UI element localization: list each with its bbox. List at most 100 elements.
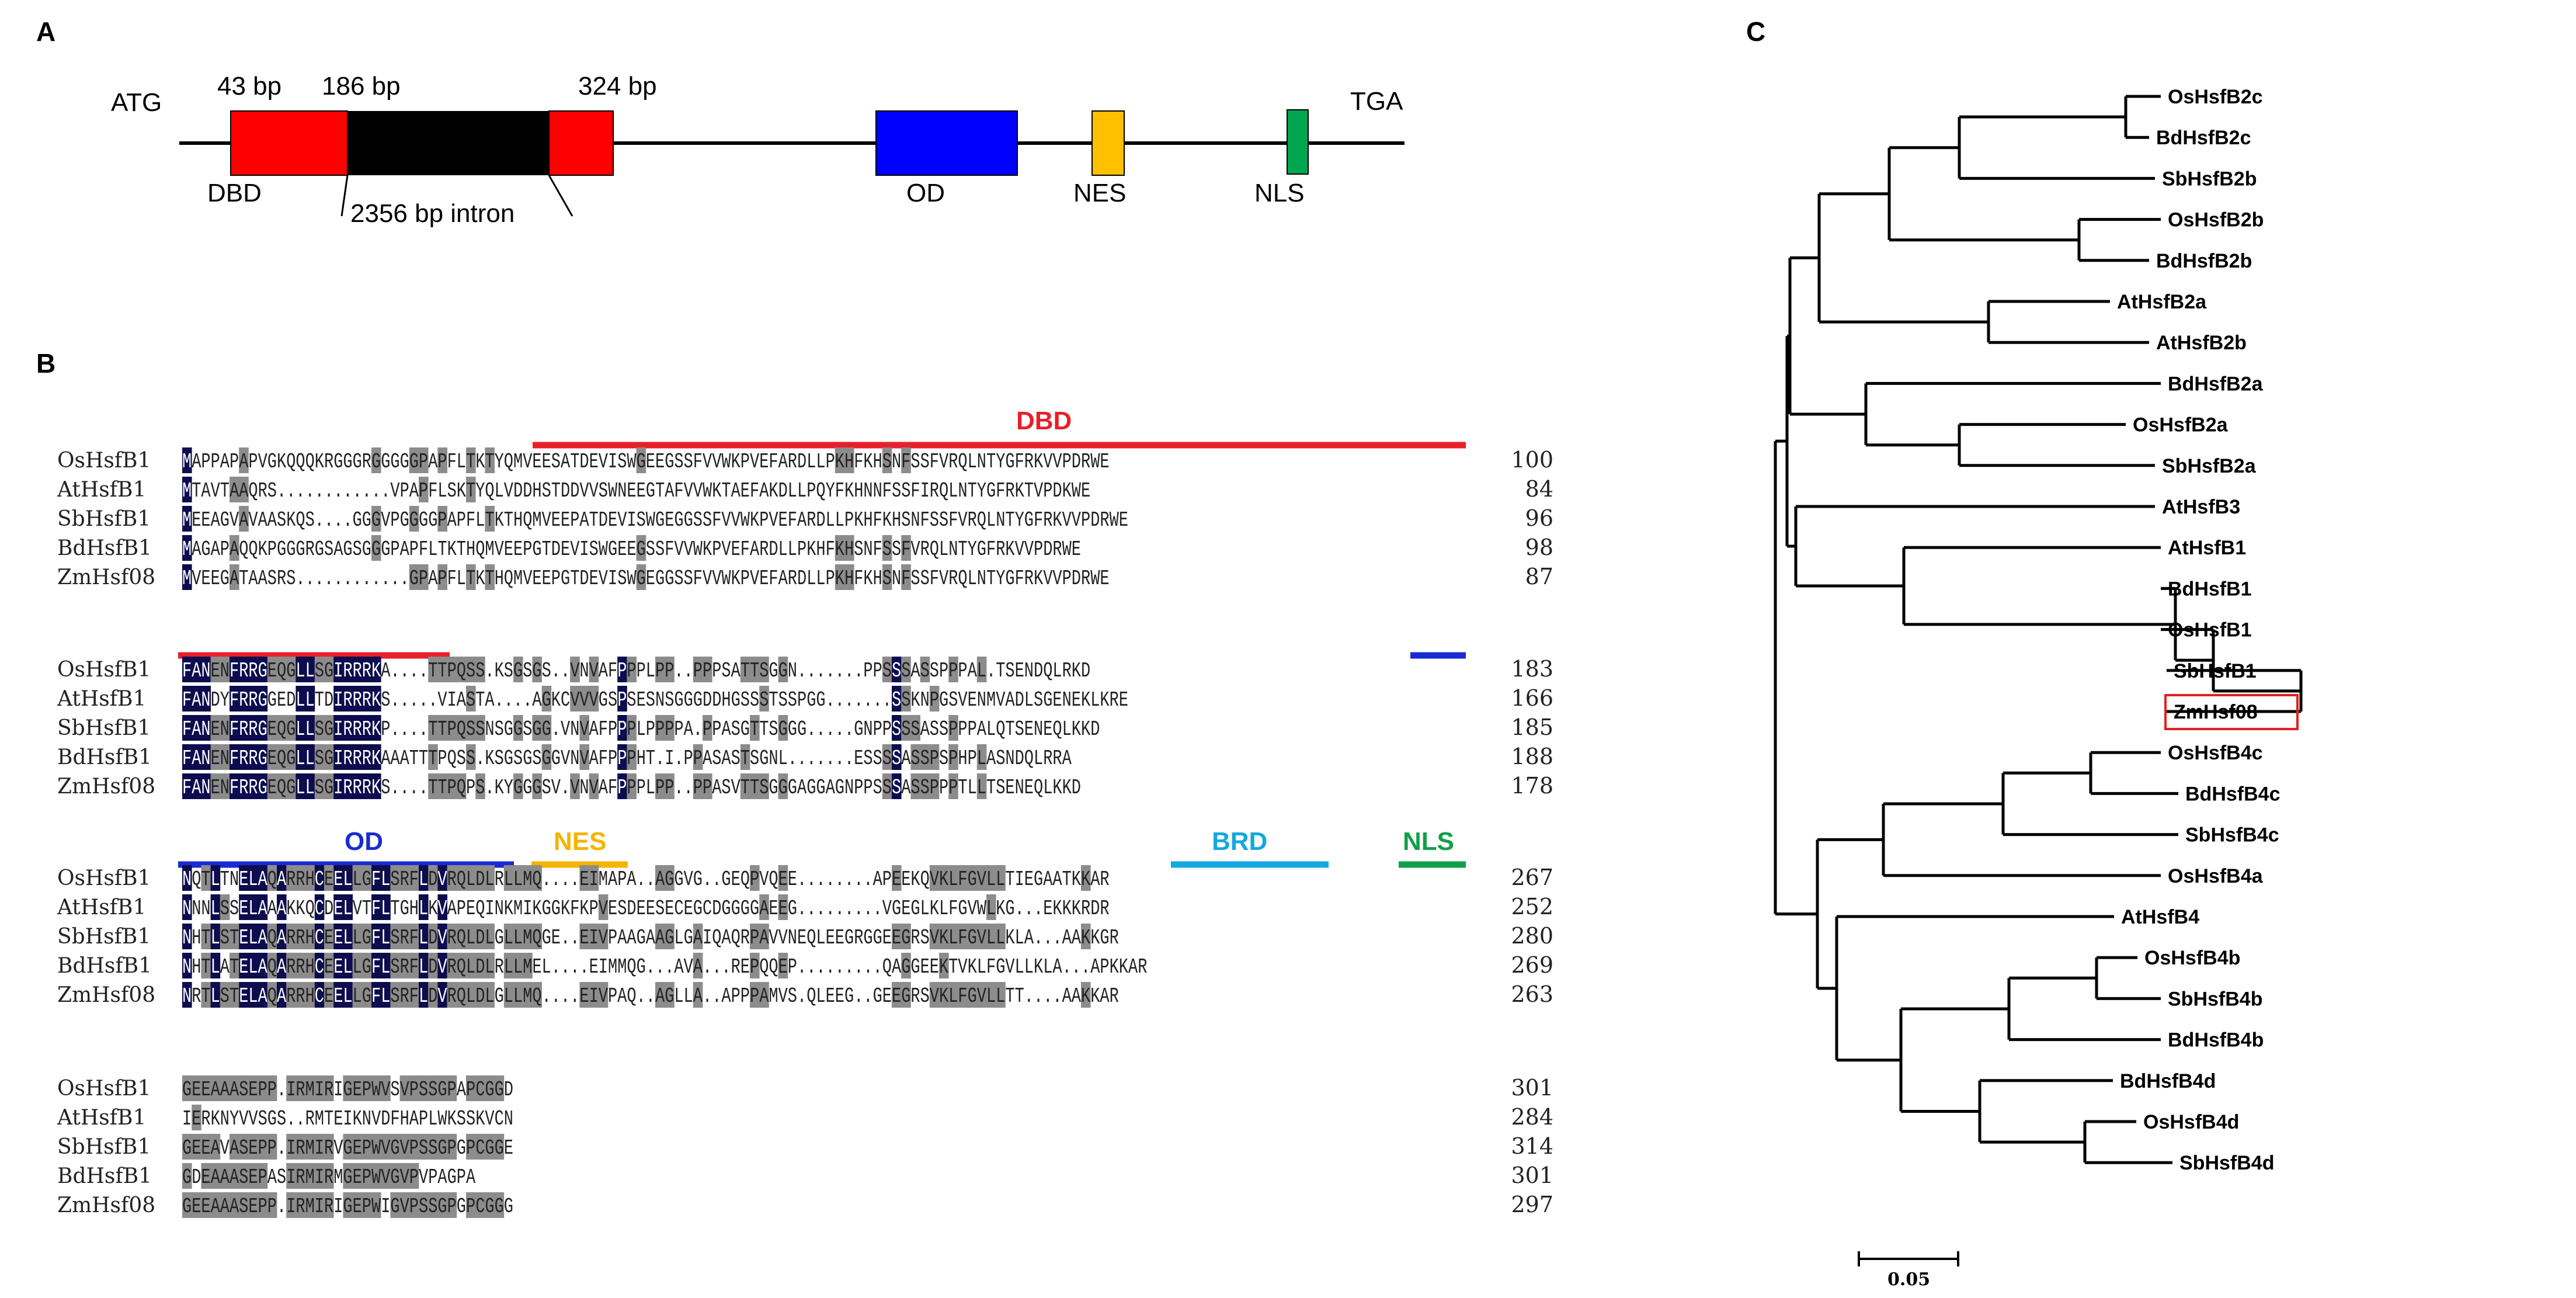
similarity-shading [324,953,334,978]
similarity-shading [636,447,646,473]
similarity-shading [239,506,249,532]
similarity-shading [485,1134,495,1160]
sequence-position: 301 [1511,1162,1553,1188]
sequence-name: AtHsfB1 [57,478,146,502]
similarity-shading [929,773,940,799]
sequence-residues: MAGAPAQQKPGGGRGSAGSGGGPAPFLTKTHQMVEEPGTD… [182,537,1081,561]
similarity-shading [466,477,476,502]
identity-shading [248,865,258,891]
od-region-label: OD [345,827,383,856]
similarity-shading [230,1163,239,1189]
similarity-shading [220,657,230,682]
similarity-shading [305,1163,315,1189]
similarity-shading [390,1163,400,1189]
sequence-residues: GEEAVASEPP.IRMIRVGEPWVGVPSSGPGPCGGE [182,1136,513,1160]
similarity-shading [447,773,457,799]
similarity-shading [466,953,476,978]
similarity-shading [589,924,599,949]
similarity-shading [343,1075,353,1101]
identity-shading [437,894,447,920]
similarity-shading [589,865,599,891]
identity-shading [230,715,239,741]
sequence-residues: MEEAGVAVAASKQS....GGGVPGGGGPAPFLTKTHQMVE… [182,508,1128,532]
similarity-shading [428,953,438,978]
similarity-shading [296,982,305,1008]
similarity-shading [447,657,457,682]
similarity-shading [267,1134,277,1160]
identity-shading [343,744,353,770]
similarity-shading [324,1134,334,1160]
similarity-shading [210,1134,221,1160]
similarity-shading [665,773,675,799]
similarity-shading [986,924,996,949]
identity-shading [305,686,315,712]
similarity-shading [286,865,296,891]
similarity-shading [419,564,429,590]
tree-leaf-label: BdHsfB4c [2185,783,2280,805]
similarity-shading [390,982,400,1008]
similarity-shading [361,1075,372,1101]
similarity-shading [210,744,221,770]
similarity-shading [182,1163,192,1189]
similarity-shading [201,1075,211,1101]
similarity-shading [532,924,542,949]
similarity-shading [419,447,429,473]
sequence-row: NNNLSSELAAAKKQCDELVTFLTGHLKVAPEQINKMIKGG… [182,894,1110,921]
similarity-shading [296,1134,305,1160]
similarity-shading [589,982,599,1008]
similarity-shading [230,982,239,1008]
similarity-shading [456,924,467,949]
similarity-shading [466,686,476,712]
similarity-shading [703,715,712,741]
intron-block [347,111,549,175]
identity-shading [296,744,305,770]
similarity-shading [314,1163,325,1189]
similarity-shading [750,865,760,891]
identity-shading [381,865,391,891]
similarity-shading [182,1075,192,1101]
similarity-shading [324,865,334,891]
similarity-shading [579,982,589,1008]
similarity-shading [750,924,760,949]
identity-shading [182,657,192,682]
identity-shading [239,865,249,891]
identity-shading [182,744,192,770]
identity-shading [239,686,249,712]
similarity-shading [901,447,911,473]
similarity-shading [230,564,239,590]
sequence-name: SbHsfB1 [57,507,151,531]
similarity-shading [230,953,239,978]
similarity-shading [409,447,419,473]
similarity-shading [314,1075,325,1101]
sequence-residues: FANDYFRRGGEDLLTDIRRRKS.....VIASTA....AGK… [182,688,1128,712]
similarity-shading [475,657,485,682]
similarity-shading [532,657,542,682]
similarity-shading [352,924,363,949]
similarity-shading [390,1192,400,1218]
similarity-shading [390,953,400,978]
identity-shading [296,715,305,741]
nls-motif-label: NLS [1254,179,1305,207]
similarity-shading [324,982,334,1008]
sequence-position: 263 [1511,981,1553,1007]
similarity-shading [693,953,703,978]
similarity-shading [513,953,523,978]
identity-shading [182,477,192,502]
dbd-exon-2 [548,110,614,176]
similarity-shading [324,1192,334,1218]
panel-a-label: A [36,16,55,47]
sequence-row: FANENFRRGEQGLLSGIRRRKAAATTTPQSS.KSGSGSGG… [182,744,1072,771]
similarity-shading [475,1192,485,1218]
identity-shading [437,953,447,978]
identity-shading [201,715,211,741]
identity-shading [277,924,287,949]
similarity-shading [277,657,287,682]
similarity-shading [485,447,495,473]
sequence-name: BdHsfB1 [57,954,152,978]
identity-shading [361,657,372,682]
similarity-shading [456,953,467,978]
similarity-shading [627,744,637,770]
similarity-shading [296,1163,305,1189]
identity-shading [182,506,192,532]
similarity-shading [466,744,476,770]
